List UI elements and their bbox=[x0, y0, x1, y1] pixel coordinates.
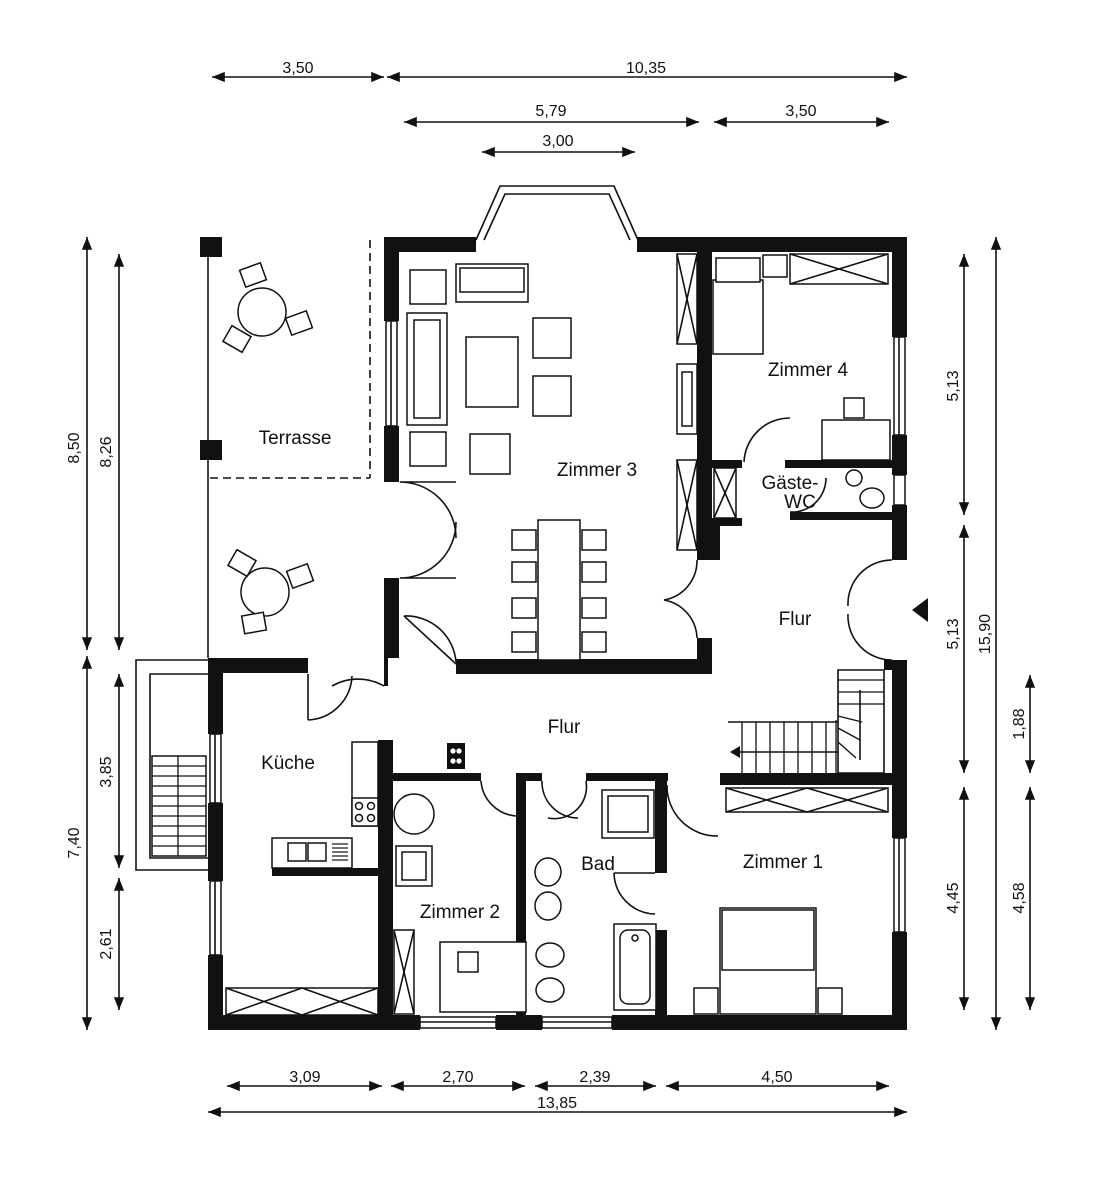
dim-right-inner-bottom: 4,45 bbox=[945, 882, 962, 913]
dim-top-row3: 3,00 bbox=[542, 133, 573, 150]
kueche-furniture bbox=[225, 741, 379, 1016]
dim-left-inner-mid: 3,85 bbox=[98, 756, 115, 787]
dim-bottom-1: 3,09 bbox=[289, 1069, 320, 1086]
dim-right-inner-mid: 5,13 bbox=[945, 618, 962, 649]
dim-left-outer-top: 8,50 bbox=[66, 432, 83, 463]
room-label-flur-right: Flur bbox=[779, 609, 812, 630]
room-label-bad: Bad bbox=[581, 854, 615, 875]
dimension-lines bbox=[81, 71, 1036, 1118]
room-label-zimmer2: Zimmer 2 bbox=[420, 902, 500, 923]
doors bbox=[307, 417, 893, 915]
room-label-zimmer1: Zimmer 1 bbox=[743, 852, 823, 873]
zimmer2-furniture bbox=[393, 793, 527, 1015]
walls bbox=[200, 237, 907, 1030]
room-label-wc: WC bbox=[784, 492, 816, 513]
dim-top-row1-right: 10,35 bbox=[626, 60, 666, 77]
dim-left-inner-bottom: 2,61 bbox=[98, 928, 115, 959]
terrace bbox=[207, 240, 371, 658]
dim-left-outer-bottom: 7,40 bbox=[66, 827, 83, 858]
dim-right-far-top: 1,88 bbox=[1011, 708, 1028, 739]
room-label-flur-main: Flur bbox=[548, 717, 581, 738]
dim-left-inner-top: 8,26 bbox=[98, 436, 115, 467]
dim-bottom-total: 13,85 bbox=[537, 1095, 577, 1112]
zimmer3-furniture bbox=[406, 253, 698, 661]
dim-bottom-4: 4,50 bbox=[761, 1069, 792, 1086]
room-label-terrasse: Terrasse bbox=[259, 428, 332, 449]
windows bbox=[209, 185, 906, 1029]
inner-stairs bbox=[728, 598, 928, 774]
dim-right-far-bottom: 4,58 bbox=[1011, 882, 1028, 913]
dim-right-inner-top: 5,13 bbox=[945, 370, 962, 401]
room-labels: Terrasse Zimmer 3 Zimmer 4 Gäste- WC Flu… bbox=[259, 360, 849, 923]
dim-bottom-2: 2,70 bbox=[442, 1069, 473, 1086]
dimension-labels: 3,50 10,35 5,79 3,50 3,00 3,09 2,70 2,39… bbox=[66, 60, 1028, 1112]
dim-bottom-3: 2,39 bbox=[579, 1069, 610, 1086]
room-label-zimmer4: Zimmer 4 bbox=[768, 360, 849, 381]
dim-right-outer-total: 15,90 bbox=[977, 614, 994, 654]
room-label-zimmer3: Zimmer 3 bbox=[557, 460, 637, 481]
zimmer4-furniture bbox=[712, 253, 891, 519]
room-label-gaeste: Gäste- bbox=[761, 473, 818, 494]
zimmer1-furniture bbox=[693, 787, 889, 1015]
outside-stairs bbox=[135, 659, 208, 871]
bad-furniture bbox=[534, 789, 657, 1011]
dim-top-row2-left: 5,79 bbox=[535, 103, 566, 120]
dim-top-row1-left: 3,50 bbox=[282, 60, 313, 77]
room-label-kueche: Küche bbox=[261, 753, 315, 774]
dim-top-row2-right: 3,50 bbox=[785, 103, 816, 120]
